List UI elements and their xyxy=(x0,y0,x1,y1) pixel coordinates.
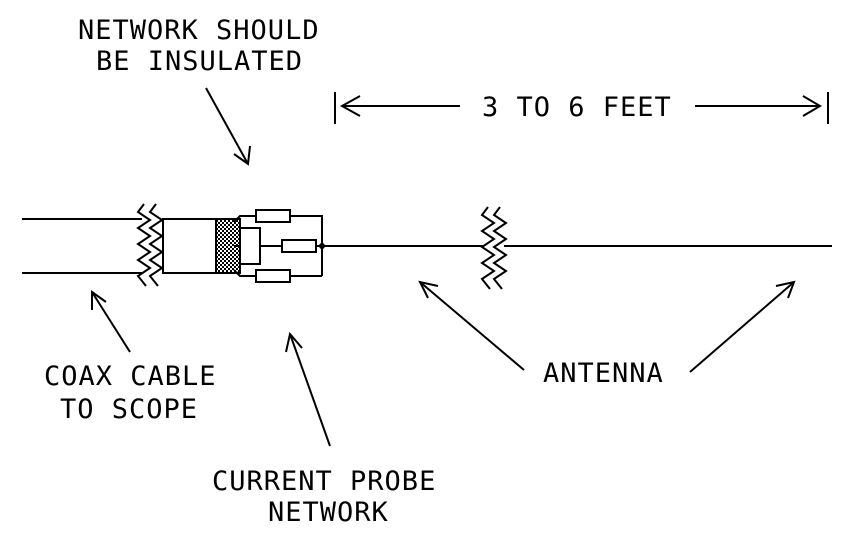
probe-arrow xyxy=(285,331,331,447)
cable-shield xyxy=(162,218,241,274)
probe-label-line1: CURRENT PROBE xyxy=(212,466,436,497)
insulated-arrow xyxy=(205,87,251,166)
coax-label-line1: COAX CABLE xyxy=(44,361,217,392)
insulated-label-line2: BE INSULATED xyxy=(96,46,303,77)
span-label: 3 TO 6 FEET xyxy=(482,92,672,123)
probe-network xyxy=(233,209,325,283)
probe-label-line2: NETWORK xyxy=(268,497,389,528)
insulated-label-line1: NETWORK SHOULD xyxy=(78,15,320,46)
antenna-label: ANTENNA xyxy=(543,358,664,389)
span-dimension xyxy=(334,92,829,124)
coax-label-line2: TO SCOPE xyxy=(60,394,198,425)
antenna-arrow-left xyxy=(418,280,525,371)
coax-cable xyxy=(22,203,164,287)
coax-arrow xyxy=(91,290,131,353)
antenna-arrow-right xyxy=(689,280,796,373)
antenna-wire xyxy=(322,206,832,290)
